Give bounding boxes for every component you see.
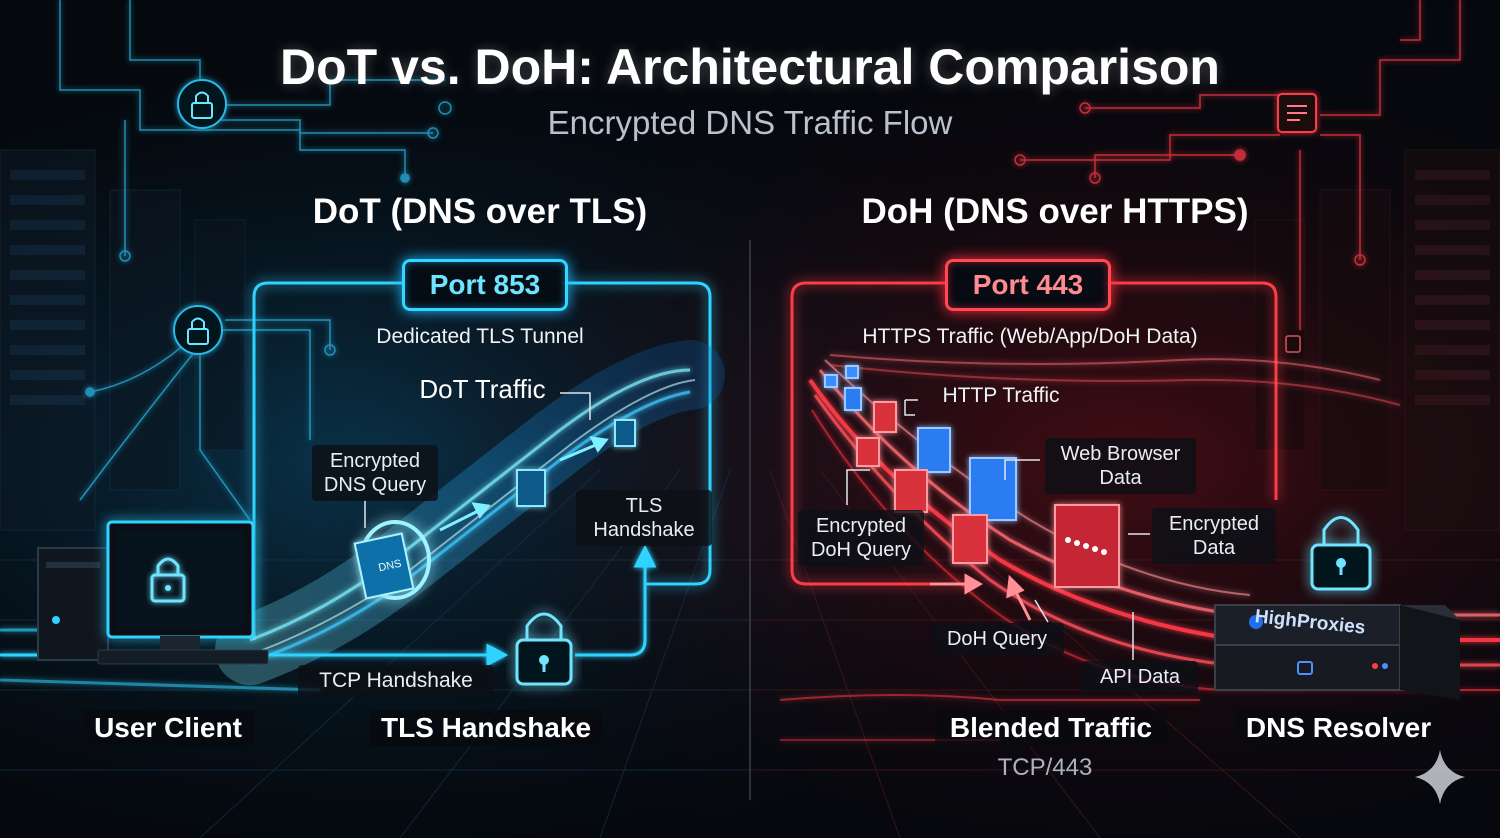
user-client-label: User Client — [82, 710, 254, 746]
doh-query-line1: Encrypted — [815, 515, 907, 537]
doh-frame — [790, 281, 1278, 586]
dot-frame — [252, 281, 712, 640]
circuit-small-lock-icon — [1285, 335, 1301, 353]
dot-arrows — [439, 436, 609, 532]
sparkle-icon — [1415, 750, 1465, 804]
dot-packets — [516, 419, 636, 507]
tls-lock-icon — [515, 612, 573, 686]
dot-heading: DoT (DNS over TLS) — [312, 192, 648, 231]
page-subtitle: Encrypted DNS Traffic Flow — [547, 104, 953, 141]
dot-query-line2: DNS Query — [323, 474, 427, 496]
dot-port-badge: Port 853 — [402, 259, 568, 311]
doh-heading: DoH (DNS over HTTPS) — [861, 192, 1249, 231]
doh-web-line1: Web Browser — [1060, 443, 1181, 465]
dns-resolver-server-icon — [1214, 604, 1460, 700]
dot-query-line1: Encrypted — [329, 450, 421, 472]
doh-data-line1: Encrypted — [1168, 513, 1260, 535]
dot-dns-packet-icon — [353, 532, 415, 600]
doh-https-traffic-label: HTTPS Traffic (Web/App/DoH Data) — [862, 325, 1198, 348]
dot-tcp-handshake-label: TCP Handshake — [298, 665, 494, 697]
dot-encrypted-query-label: Encrypted DNS Query — [312, 445, 438, 501]
user-client-computer-icon — [37, 520, 269, 665]
circuit-lock-icon-top — [177, 79, 227, 129]
dot-circuit-lines — [59, 0, 452, 521]
doh-api-data-label: API Data — [1082, 661, 1198, 693]
dot-tls-line1: TLS — [625, 495, 663, 517]
doh-arrows — [930, 573, 1032, 621]
circuit-document-icon — [1277, 93, 1317, 133]
dot-tls-handshake-callout: TLS Handshake — [576, 490, 712, 546]
blended-traffic-label: Blended Traffic — [935, 710, 1167, 746]
doh-streams — [779, 354, 1500, 741]
doh-web-browser-label: Web Browser Data — [1045, 438, 1196, 494]
doh-port-badge: Port 443 — [945, 259, 1111, 311]
dot-traffic-label: DoT Traffic — [419, 374, 546, 404]
doh-data-line2: Data — [1192, 537, 1236, 559]
tls-handshake-label: TLS Handshake — [370, 710, 602, 746]
doh-query-packet-icon — [1054, 504, 1120, 588]
dot-tls-line2: Handshake — [593, 519, 695, 541]
doh-packets — [824, 365, 1017, 564]
doh-query-label: DoH Query — [930, 623, 1064, 655]
doh-circuit-lines — [1014, 0, 1461, 330]
callout-lines — [364, 392, 1150, 660]
doh-http-traffic-label: HTTP Traffic — [942, 384, 1060, 407]
blended-traffic-port-label: TCP/443 — [997, 754, 1093, 781]
circuit-lock-icon-middle — [173, 305, 223, 355]
doh-encrypted-data-label: Encrypted Data — [1152, 508, 1276, 564]
dns-resolver-label: DNS Resolver — [1235, 710, 1442, 746]
doh-encrypted-query-label: Encrypted DoH Query — [798, 510, 924, 566]
doh-web-line2: Data — [1099, 467, 1142, 489]
page-title: DoT vs. DoH: Architectural Comparison — [280, 39, 1220, 95]
dot-tunnel-label: Dedicated TLS Tunnel — [376, 325, 584, 348]
resolver-lock-icon — [1310, 516, 1372, 591]
doh-query-line2: DoH Query — [810, 539, 912, 561]
